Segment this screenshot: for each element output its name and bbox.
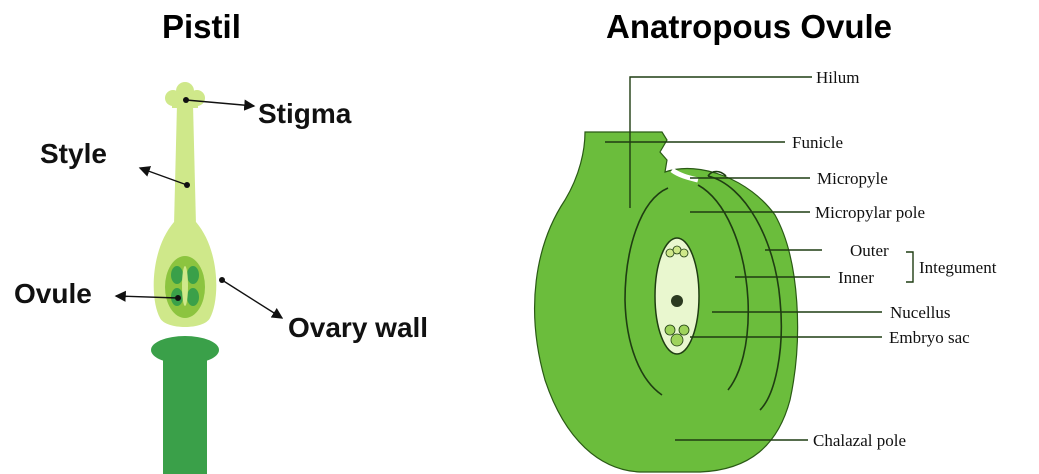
ovary-wall-pointer: [222, 280, 282, 318]
integument-bracket: [906, 252, 913, 282]
pistil-figure: [116, 82, 282, 474]
funicle-label: Funicle: [792, 133, 843, 152]
chalazal-pole-label: Chalazal pole: [813, 431, 906, 450]
micropyle-label: Micropyle: [817, 169, 888, 188]
stigma-label: Stigma: [258, 98, 352, 129]
pistil-receptacle: [151, 336, 219, 364]
hilum-label: Hilum: [816, 68, 859, 87]
integument-label: Integument: [919, 258, 997, 277]
outer-label: Outer: [850, 241, 889, 260]
pistil-stigma: [165, 82, 205, 108]
pistil-style: [174, 104, 196, 225]
ovary-wall-label: Ovary wall: [288, 312, 428, 343]
inner-label: Inner: [838, 268, 874, 287]
micropylar-pole-label: Micropylar pole: [815, 203, 925, 222]
style-label: Style: [40, 138, 107, 169]
nucellus-label: Nucellus: [890, 303, 950, 322]
pistil-stalk: [163, 348, 207, 474]
ovule-label: Ovule: [14, 278, 92, 309]
embryo-sac-label: Embryo sac: [889, 328, 970, 347]
